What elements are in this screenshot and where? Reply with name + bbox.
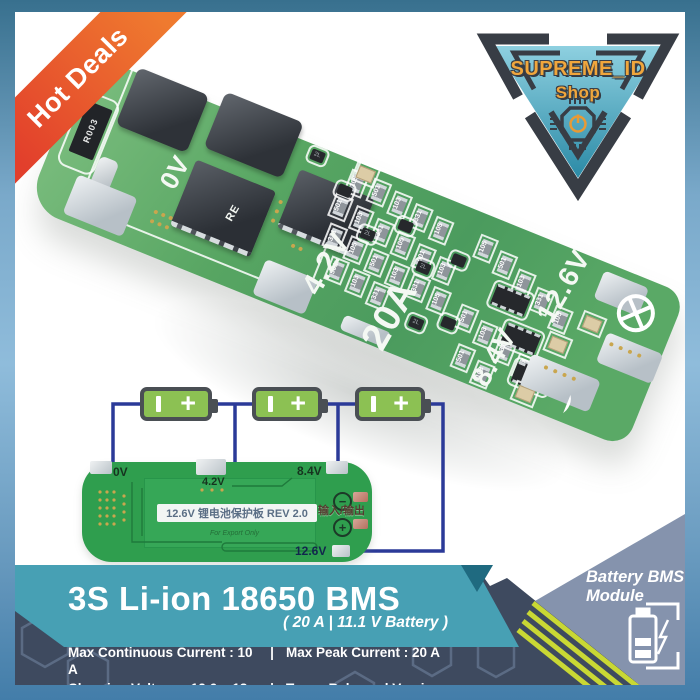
pad-4v2 <box>196 459 226 475</box>
spec-separator: | <box>270 645 274 660</box>
sot-component <box>392 212 420 240</box>
protection-board-diagram: 0V 4.2V 8.4V 12.6V − + 12.6V 锂电池保护板 REV … <box>82 459 372 562</box>
spec-left-2: Charging Voltage : 12.6 ~ 13 V <box>68 680 258 685</box>
res-component: 501 <box>451 303 481 334</box>
logo-title: SUPREME_ID <box>510 58 646 80</box>
res-component: 105 <box>471 234 500 264</box>
spec-right-2: Type : Balanced Version <box>286 680 441 685</box>
res-component: 105 <box>388 230 418 261</box>
pad-12v6 <box>332 545 350 557</box>
plus-terminal-symbol: + <box>333 518 352 537</box>
rating-badge: ( 20 A | 11.1 V Battery ) <box>283 614 448 631</box>
spec-separator: | <box>258 680 286 685</box>
cell-terminal-nub <box>210 399 218 413</box>
battery-bolt-icon <box>628 602 680 670</box>
cell-terminal-nub <box>320 399 328 413</box>
res-component: 501 <box>490 250 520 280</box>
cap-component <box>542 329 574 360</box>
minus-terminal-symbol: − <box>333 492 352 511</box>
sot-component: 2L <box>409 254 437 282</box>
band-fold <box>461 565 493 592</box>
sot-component: 2L <box>354 221 382 248</box>
mini-label-12v6: 12.6V <box>295 544 327 558</box>
io-pad <box>353 519 368 529</box>
chip-power-icon <box>550 98 606 150</box>
minus-terminal <box>371 396 376 412</box>
corner-label-line2: Module <box>586 587 644 605</box>
res-component: 331 <box>405 203 435 233</box>
mini-traces <box>98 477 318 552</box>
res-component: 103 <box>343 268 372 298</box>
minus-terminal <box>156 396 161 412</box>
corner-stripes <box>516 601 640 685</box>
spec-list: Max Continuous Current : 10 A | Max Peak… <box>68 644 441 685</box>
logo-subtitle: Shop <box>555 83 601 102</box>
res-component: 501 <box>364 178 394 208</box>
mini-label-8v4: 8.4V <box>297 464 322 478</box>
corner-module-label: Battery BMS Module <box>586 568 684 606</box>
res-component: 501 <box>362 248 391 278</box>
battery-cell-3: + <box>355 387 431 421</box>
res-component: 103 <box>429 256 459 286</box>
battery-cell-1: + <box>140 387 218 421</box>
corner-label-line1: Battery BMS <box>586 568 685 586</box>
cell-terminal-nub <box>423 399 431 413</box>
pad-0v <box>90 461 112 474</box>
minus-terminal <box>268 396 273 412</box>
terminal-symbols <box>559 294 655 416</box>
shunt-label: R003 <box>81 116 100 145</box>
res-component: 105 <box>426 216 456 246</box>
io-label: 输入/输出 <box>318 505 366 517</box>
sot-component <box>445 247 473 274</box>
res-component: 331 <box>367 218 397 248</box>
sot-component <box>435 309 462 337</box>
battery-cell-2: + <box>252 387 328 421</box>
io-pad <box>353 492 368 502</box>
board-model-label: 12.6V 锂电池保护板 REV 2.0 <box>157 504 317 522</box>
res-component: 105 <box>424 286 453 316</box>
mini-label-4v2: 4.2V <box>202 476 225 488</box>
res-component: 103 <box>385 190 414 220</box>
mini-label-0v: 0V <box>113 465 128 479</box>
spec-right-1: Max Peak Current : 20 A <box>286 645 441 660</box>
product-title: 3S Li-ion 18650 BMS <box>68 580 401 617</box>
pad-8v4 <box>326 461 348 474</box>
export-note: For Export Only <box>210 530 260 537</box>
spec-left-1: Max Continuous Current : 10 A <box>68 645 253 677</box>
res-component: 501 <box>448 343 478 373</box>
